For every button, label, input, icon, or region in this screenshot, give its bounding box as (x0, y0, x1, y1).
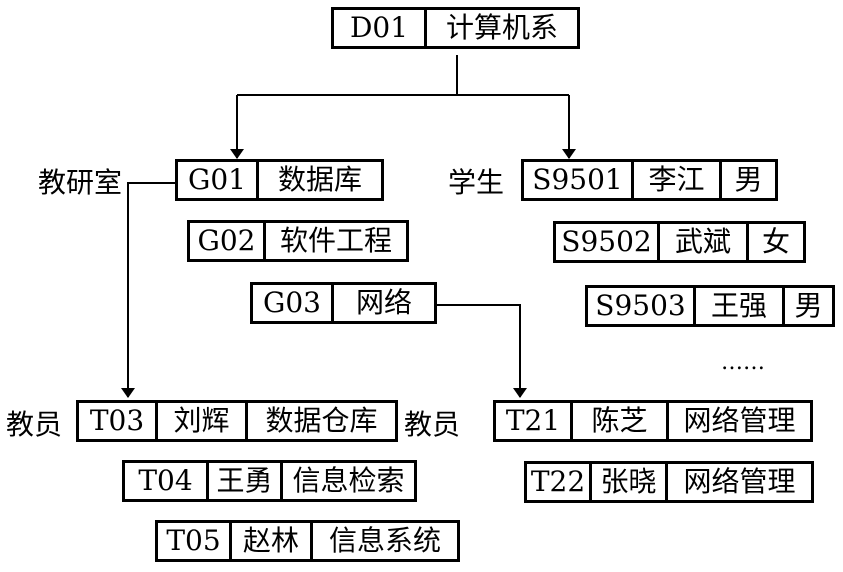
teacher-id: T03 (79, 403, 158, 439)
teacher-record: T03 刘辉 数据仓库 (76, 400, 398, 442)
department-name: 计算机系 (445, 11, 558, 44)
research-office-record: G01 数据库 (175, 159, 384, 201)
research-office-record: G03 网络 (250, 282, 437, 324)
teacher-id: T04 (125, 463, 209, 499)
student-id: S9501 (524, 162, 634, 198)
teacher-name: 张晓 (592, 464, 668, 500)
students-ellipsis: …… (721, 350, 765, 375)
student-gender: 男 (794, 289, 823, 322)
department-record: D01 计算机系 (331, 7, 580, 49)
teacher-id: T05 (158, 523, 232, 559)
teacher-course: 信息系统 (328, 524, 441, 557)
student-record: S9502 武斌 女 (553, 221, 806, 263)
research-office-name: 网络 (355, 286, 412, 319)
student-name: 武斌 (660, 224, 749, 260)
teacher-course: 信息检索 (292, 464, 405, 497)
arrow-to-teachers-db (121, 182, 175, 398)
teacher-name: 赵林 (232, 523, 313, 559)
student-id: S9502 (556, 224, 660, 260)
research-office-id: G02 (190, 223, 266, 259)
student-name: 李江 (634, 162, 722, 198)
research-office-name: 数据库 (277, 163, 362, 196)
teacher-record: T05 赵林 信息系统 (155, 520, 460, 562)
students-label: 学生 (448, 166, 505, 199)
teachers-label-left: 教员 (6, 408, 63, 441)
teacher-course: 数据仓库 (265, 404, 378, 437)
student-id: S9503 (588, 288, 696, 324)
teacher-name: 刘辉 (158, 403, 248, 439)
department-id: D01 (334, 10, 427, 46)
teacher-name: 王勇 (209, 463, 283, 499)
dept-connector (237, 55, 569, 96)
teacher-course: 网络管理 (683, 465, 796, 498)
teachers-label-right: 教员 (404, 408, 461, 441)
teacher-id: T22 (527, 464, 592, 500)
teacher-name: 陈芝 (573, 403, 669, 439)
research-office-name: 软件工程 (279, 224, 392, 257)
teacher-record: T22 张晓 网络管理 (524, 461, 814, 503)
student-gender: 女 (761, 225, 790, 258)
teacher-record: T04 王勇 信息检索 (122, 460, 417, 502)
student-record: S9501 李江 男 (521, 159, 778, 201)
student-record: S9503 王强 男 (585, 285, 835, 327)
teacher-course: 网络管理 (683, 404, 796, 437)
research-office-id: G01 (178, 162, 259, 198)
research-office-label: 教研室 (38, 166, 123, 199)
teacher-record: T21 陈芝 网络管理 (493, 400, 813, 442)
arrow-to-teachers-net (437, 304, 527, 398)
research-office-record: G02 软件工程 (187, 220, 409, 262)
teacher-id: T21 (496, 403, 573, 439)
student-name: 王强 (696, 288, 785, 324)
student-gender: 男 (734, 163, 763, 196)
research-office-id: G03 (253, 285, 334, 321)
